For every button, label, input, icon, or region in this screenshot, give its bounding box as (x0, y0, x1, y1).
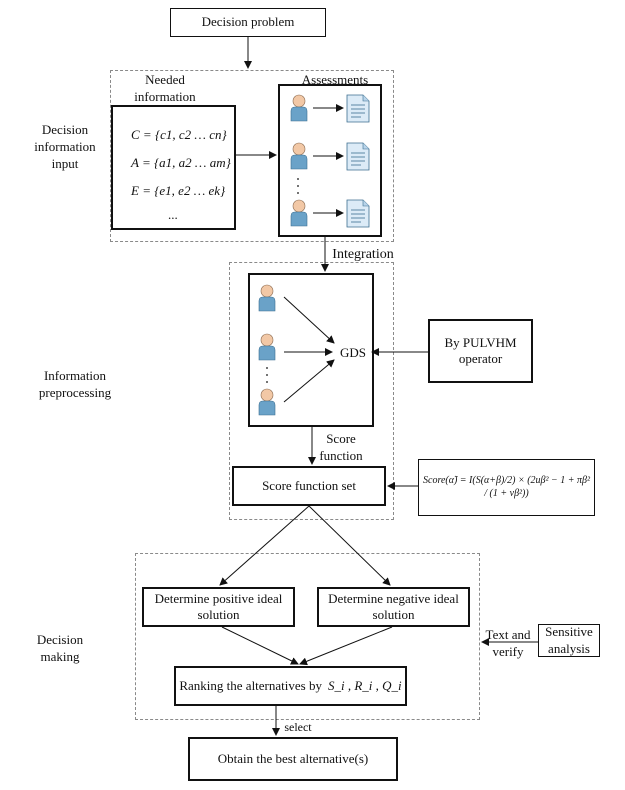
document-icon (346, 199, 370, 228)
pulvhm-operator-box: By PULVHM operator (428, 319, 533, 383)
positive-ideal-label: Determine positive ideal solution (154, 590, 283, 622)
arrow-positive-to-ranking (221, 626, 299, 665)
set-ellipsis: ... (168, 207, 178, 222)
needed-information-label: Needed information (134, 72, 196, 104)
person-icon (290, 94, 308, 122)
dot (266, 381, 268, 383)
negative-ideal-label: Determine negative ideal solution (328, 590, 459, 622)
person-icon (258, 333, 276, 361)
input-stage-region (110, 70, 394, 242)
sensitive-analysis-label: Sensitive analysis (545, 624, 593, 656)
arrow-person3-to-gds (283, 359, 335, 403)
person-icon (290, 199, 308, 227)
score-function-set-box: Score function set (232, 466, 386, 506)
score-function-set-label: Score function set (262, 477, 356, 493)
arrow-score-to-negative (308, 505, 391, 586)
ranking-variables: S_i , R_i , Q_i (327, 677, 402, 693)
score-formula: Score(α̃) = I(S(α+β)/2) × (2uβ² − 1 + πβ… (423, 475, 591, 499)
dot (297, 185, 299, 187)
document-icon (346, 142, 370, 171)
person-icon (258, 388, 276, 416)
best-alternative-box: Obtain the best alternative(s) (188, 737, 398, 781)
preprocessing-stage-region (229, 262, 394, 520)
negative-ideal-box: Determine negative ideal solution (317, 587, 470, 627)
decision-making-stage-region (135, 553, 480, 720)
sensitive-analysis-box: Sensitive analysis (538, 624, 600, 657)
needed-information-box: C = {c1, c2 … cn} A = {a1, a2 … am} E = … (111, 105, 236, 230)
person-icon (290, 142, 308, 170)
assessments-label: Assessments (301, 72, 369, 87)
dot (266, 374, 268, 376)
select-label: select (284, 720, 312, 734)
dot (297, 192, 299, 194)
stage-label-input: Decision information input (34, 122, 96, 171)
set-C: C = {c1, c2 … cn} (131, 127, 227, 142)
gds-label: GDS (339, 345, 366, 360)
ranking-box: Ranking the alternatives by S_i , R_i , … (174, 666, 407, 706)
ranking-label: Ranking the alternatives by (179, 677, 322, 693)
arrow-person1-to-gds (283, 296, 335, 344)
document-icon (346, 94, 370, 123)
score-function-label: Score function (319, 431, 363, 463)
person-icon (258, 284, 276, 312)
stage-label-preprocessing: Information preprocessing (38, 368, 112, 400)
pulvhm-operator-label: By PULVHM operator (444, 334, 517, 366)
decision-problem-label: Decision problem (201, 14, 295, 30)
decision-problem-box: Decision problem (170, 8, 326, 37)
dot (266, 367, 268, 369)
integration-label: Integration (332, 247, 394, 262)
arrow-negative-to-ranking (299, 626, 393, 666)
set-E: E = {e1, e2 … ek} (131, 183, 226, 198)
score-formula-box: Score(α̃) = I(S(α+β)/2) × (2uβ² − 1 + πβ… (418, 459, 595, 516)
positive-ideal-box: Determine positive ideal solution (142, 587, 295, 627)
stage-label-making: Decision making (36, 632, 84, 664)
best-alternative-label: Obtain the best alternative(s) (217, 750, 369, 766)
text-verify-label: Text and verify (485, 627, 531, 659)
arrow-score-to-positive (219, 505, 310, 586)
dot (297, 178, 299, 180)
set-A: A = {a1, a2 … am} (131, 155, 231, 170)
